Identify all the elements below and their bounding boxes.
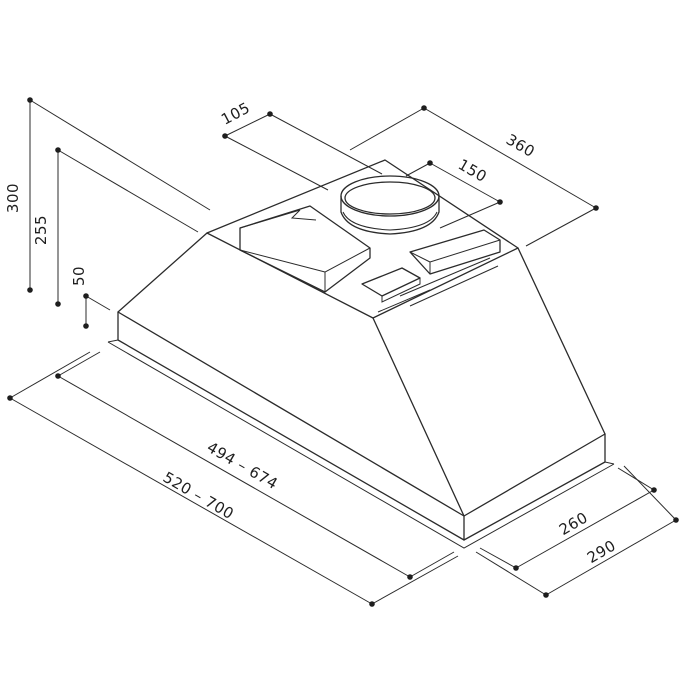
hood-left-side [117,232,465,541]
dim-depth-290: 290 [475,465,679,598]
dim-height-255: 255 [32,147,199,307]
dim-width-520-700: 520 – 700 [7,351,459,607]
dim-label-255: 255 [32,215,50,245]
dim-label-300: 300 [4,183,22,213]
dim-label-105: 105 [218,99,253,129]
hood-bottom-flange [107,339,615,549]
dim-width-494-674: 494 – 674 [55,351,455,580]
dim-label-260: 260 [556,508,591,539]
hood-top-outline [206,159,519,319]
dim-label-520-700: 520 – 700 [160,468,237,523]
hood-right-side [463,247,606,541]
dim-offset-105: 105 [218,99,383,191]
dim-diameter-150: 150 [405,155,503,229]
dim-label-150: 150 [455,155,490,186]
dim-depth-260: 260 [479,467,657,571]
dim-height-300: 300 [4,97,211,293]
grille-block [377,229,501,313]
dim-label-290: 290 [584,536,619,567]
control-box [361,267,421,303]
outlet-duct [340,175,440,235]
dim-height-50: 50 [70,266,111,329]
dim-label-50: 50 [70,266,88,286]
motor-housing [239,205,371,293]
hood-body [107,159,615,549]
hood-front-band [117,311,606,517]
